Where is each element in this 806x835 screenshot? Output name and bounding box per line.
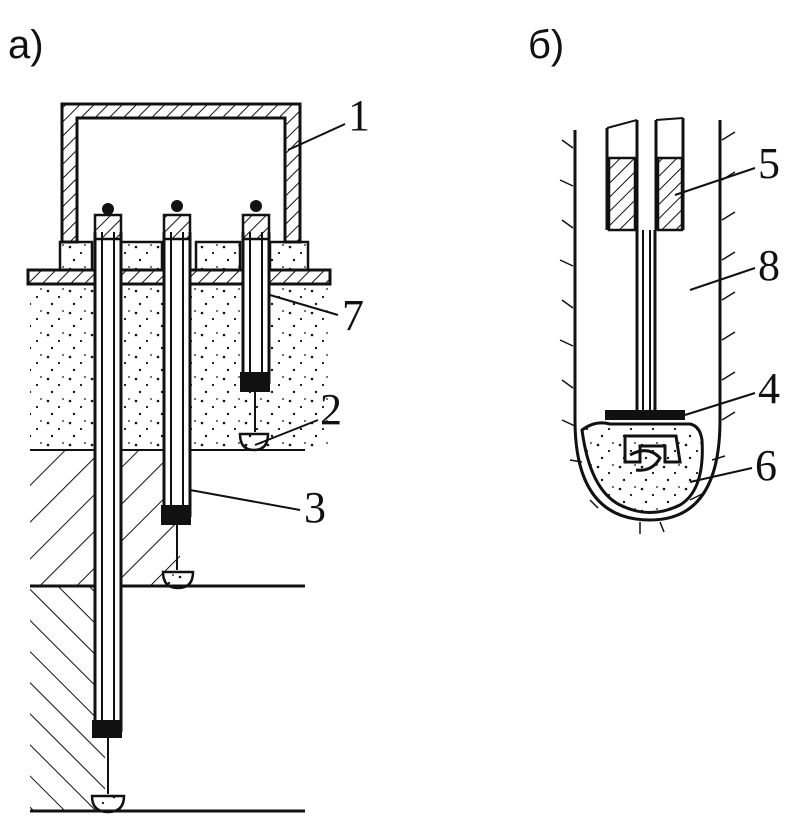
panel-a: а) 1 7 2 3	[8, 23, 370, 814]
base-plate	[605, 410, 685, 420]
leader-1	[287, 123, 346, 151]
callout-3: 3	[304, 483, 326, 532]
protective-housing	[58, 102, 310, 272]
borehole-wall	[573, 120, 722, 522]
callout-7: 7	[342, 291, 364, 340]
middle-benchmark-rod	[161, 200, 195, 590]
leader-7	[269, 294, 339, 316]
panel-label-b: б)	[528, 23, 564, 67]
anchor-hook	[623, 434, 682, 464]
bedrock-layer	[30, 586, 105, 811]
deep-benchmark-rod	[90, 203, 126, 814]
leader-5	[674, 167, 756, 196]
panel-label-a: а)	[8, 23, 44, 67]
concrete-anchor	[580, 421, 704, 514]
shallow-benchmark-rod	[238, 200, 271, 452]
borehole-soil-texture	[559, 131, 736, 534]
callout-5: 5	[758, 139, 780, 188]
panel-b: б)	[528, 23, 780, 534]
benchmark-rod-in-borehole	[605, 117, 685, 410]
callout-1: 1	[348, 91, 370, 140]
leader-4	[684, 392, 756, 416]
leader-2	[254, 419, 319, 446]
callout-2: 2	[320, 385, 342, 434]
leader-6	[689, 467, 753, 483]
leader-8	[689, 267, 756, 291]
callout-4: 4	[758, 364, 780, 413]
callout-6: 6	[755, 441, 777, 490]
leader-3	[189, 489, 301, 511]
callout-8: 8	[758, 241, 780, 290]
